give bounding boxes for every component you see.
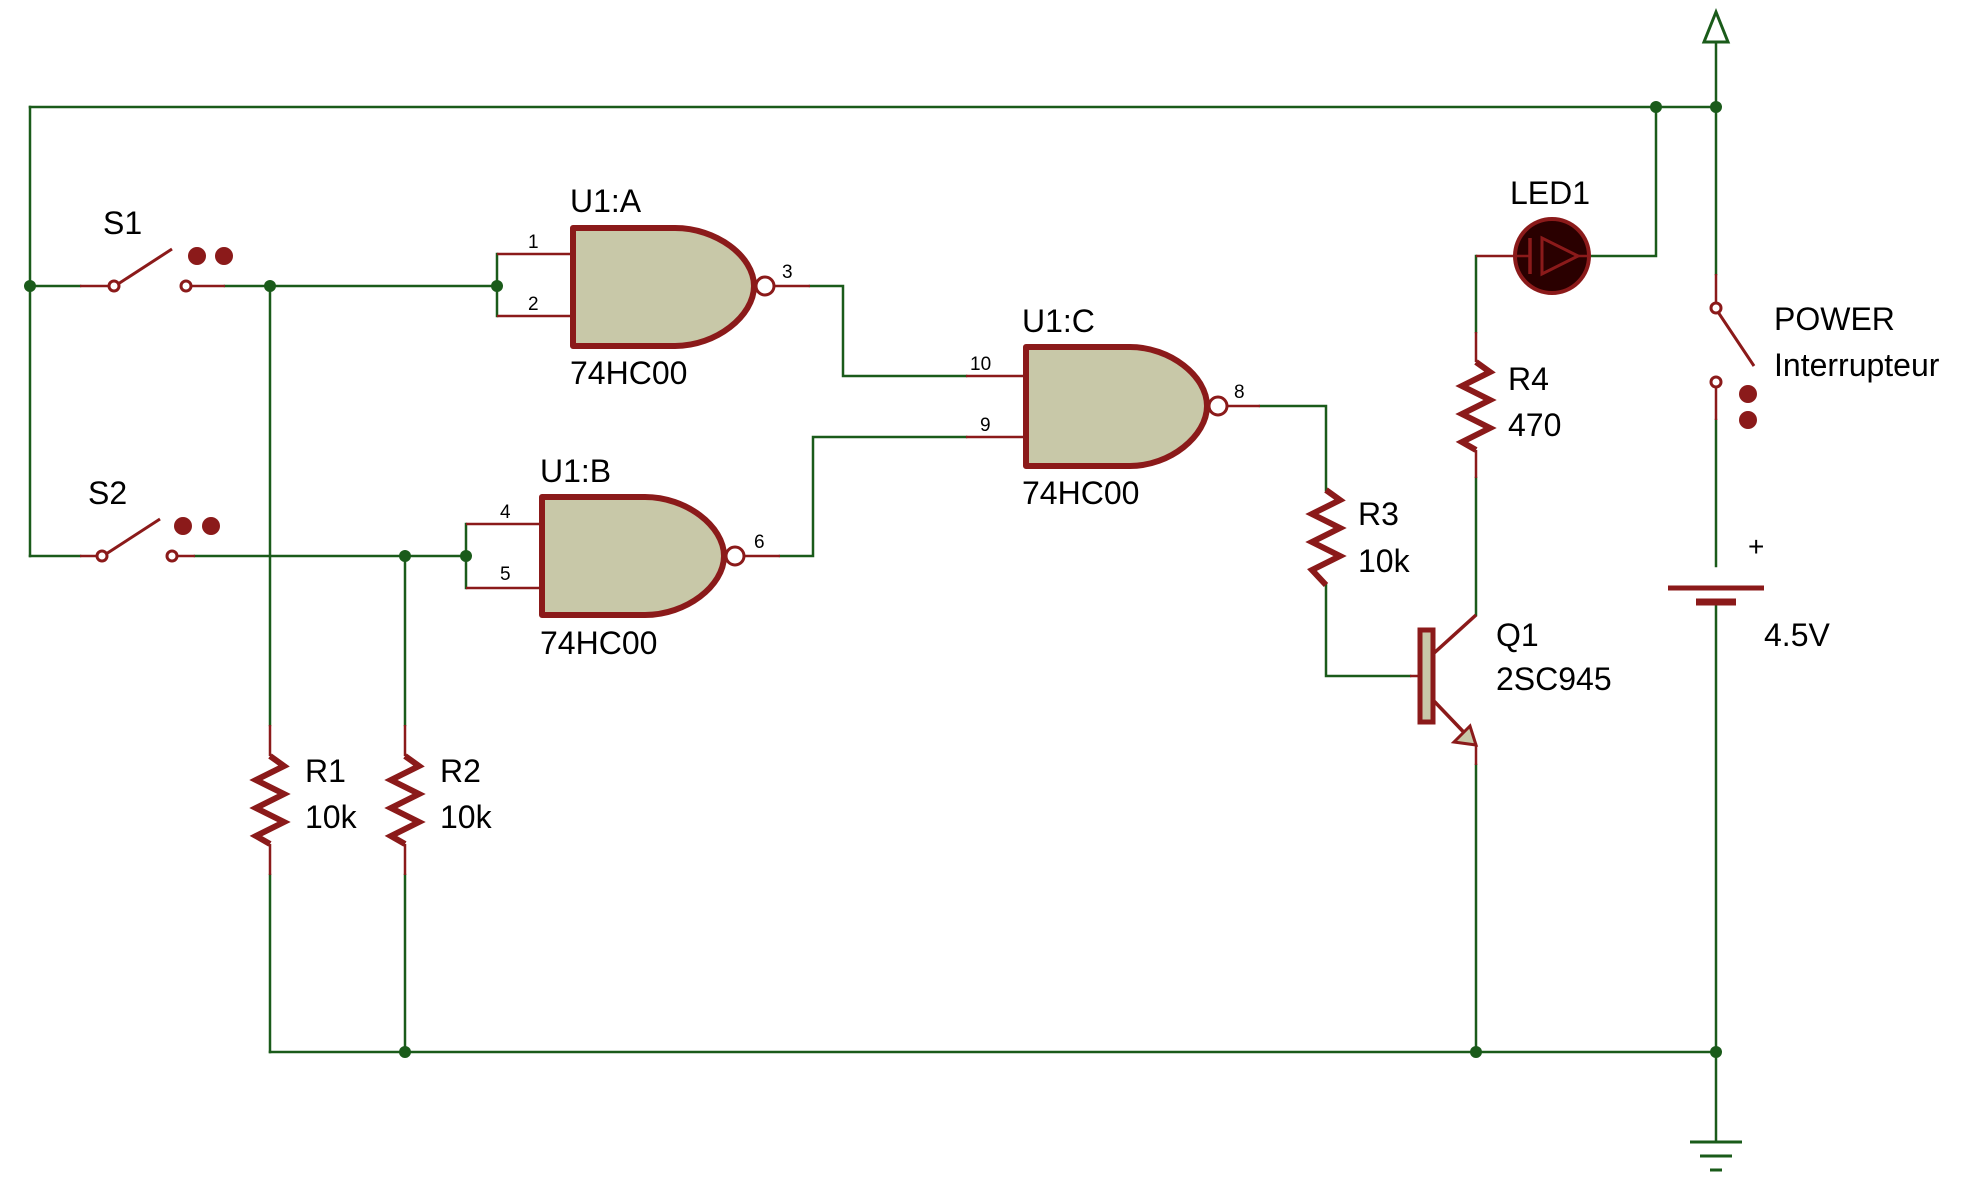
battery-polarity-label: + [1748,531,1764,562]
vcc-terminal-icon [1701,7,1731,44]
pin-label: 4 [500,502,511,523]
q1-ref-label: Q1 [1496,617,1539,653]
q1-part-label: 2SC945 [1496,661,1612,697]
switch-s2[interactable]: S2 [80,475,220,563]
u1b-part-label: 74HC00 [540,625,657,661]
r1-ref-label: R1 [305,753,346,789]
r1-value-label: 10k [305,799,358,835]
battery-value-label: 4.5V [1764,617,1830,653]
r3-to-base-wire [1324,583,1412,678]
nand-gate-u1c[interactable]: 10 9 8 U1:C 74HC00 [966,303,1260,511]
u1c-part-label: 74HC00 [1022,475,1139,511]
resistor-r3[interactable]: R3 10k [1305,487,1411,588]
junction-dot [1650,101,1662,113]
r2-value-label: 10k [440,799,493,835]
switch-control-icon[interactable] [188,247,206,265]
led-led1[interactable]: LED1 [1476,175,1591,295]
resistor-r2[interactable]: R2 10k [384,725,493,875]
switch-control-icon[interactable] [215,247,233,265]
pin-label: 9 [980,415,991,436]
pin-label: 6 [754,532,765,553]
resistor-r1[interactable]: R1 10k [249,725,358,875]
pin-label: 2 [528,294,539,315]
nand-gate-u1a[interactable]: 1 2 3 U1:A 74HC00 [497,183,810,391]
u1a-part-label: 74HC00 [570,355,687,391]
switch-control-icon[interactable] [1739,411,1757,429]
u1a-ref-label: U1:A [570,183,642,219]
junction-dot [1470,1046,1482,1058]
switch-control-icon[interactable] [174,517,192,535]
power-switch[interactable]: POWER Interrupteur [1709,274,1940,429]
switch-control-icon[interactable] [1739,385,1757,403]
junction-dot [24,280,36,292]
u1b-to-u1c-wire [778,435,968,558]
junction-dot [264,280,276,292]
power-value-label: Interrupteur [1774,347,1940,383]
junctions [24,101,1722,1058]
junction-dot [399,1046,411,1058]
led-to-vcc-wire [1578,105,1658,258]
pin-label: 8 [1234,382,1245,403]
u1c-ref-label: U1:C [1022,303,1095,339]
junction-dot [491,280,503,292]
u1a-to-u1c-wire [808,284,968,378]
pin-label: 10 [970,354,991,375]
r3-value-label: 10k [1358,543,1411,579]
u1c-to-r3-wire [1258,404,1328,492]
pin-label: 1 [528,232,539,253]
s2-ref-label: S2 [88,475,127,511]
junction-dot [1710,1046,1722,1058]
r3-ref-label: R3 [1358,496,1399,532]
r2-ref-label: R2 [440,753,481,789]
junction-dot [460,550,472,562]
wires [28,40,1718,1144]
junction-dot [399,550,411,562]
junction-dot [1710,101,1722,113]
switch-control-icon[interactable] [202,517,220,535]
switch-s1[interactable]: S1 [80,205,233,293]
diode-icon [1540,235,1582,277]
r4-ref-label: R4 [1508,361,1549,397]
emitter-arrow-icon [1450,723,1479,747]
pin-label: 3 [782,262,793,283]
r4-value-label: 470 [1508,407,1561,443]
power-ref-label: POWER [1774,301,1895,337]
resistor-r4[interactable]: R4 470 [1455,332,1561,478]
ground-symbol-icon [1690,1140,1742,1172]
s1-ref-label: S1 [103,205,142,241]
battery[interactable]: + 4.5V [1668,531,1830,653]
u1b-ref-label: U1:B [540,453,611,489]
led1-ref-label: LED1 [1510,175,1590,211]
pin-label: 5 [500,564,511,585]
npn-transistor-q1[interactable]: Q1 2SC945 [1410,613,1612,765]
nand-gate-u1b[interactable]: 4 5 6 U1:B 74HC00 [466,453,780,661]
